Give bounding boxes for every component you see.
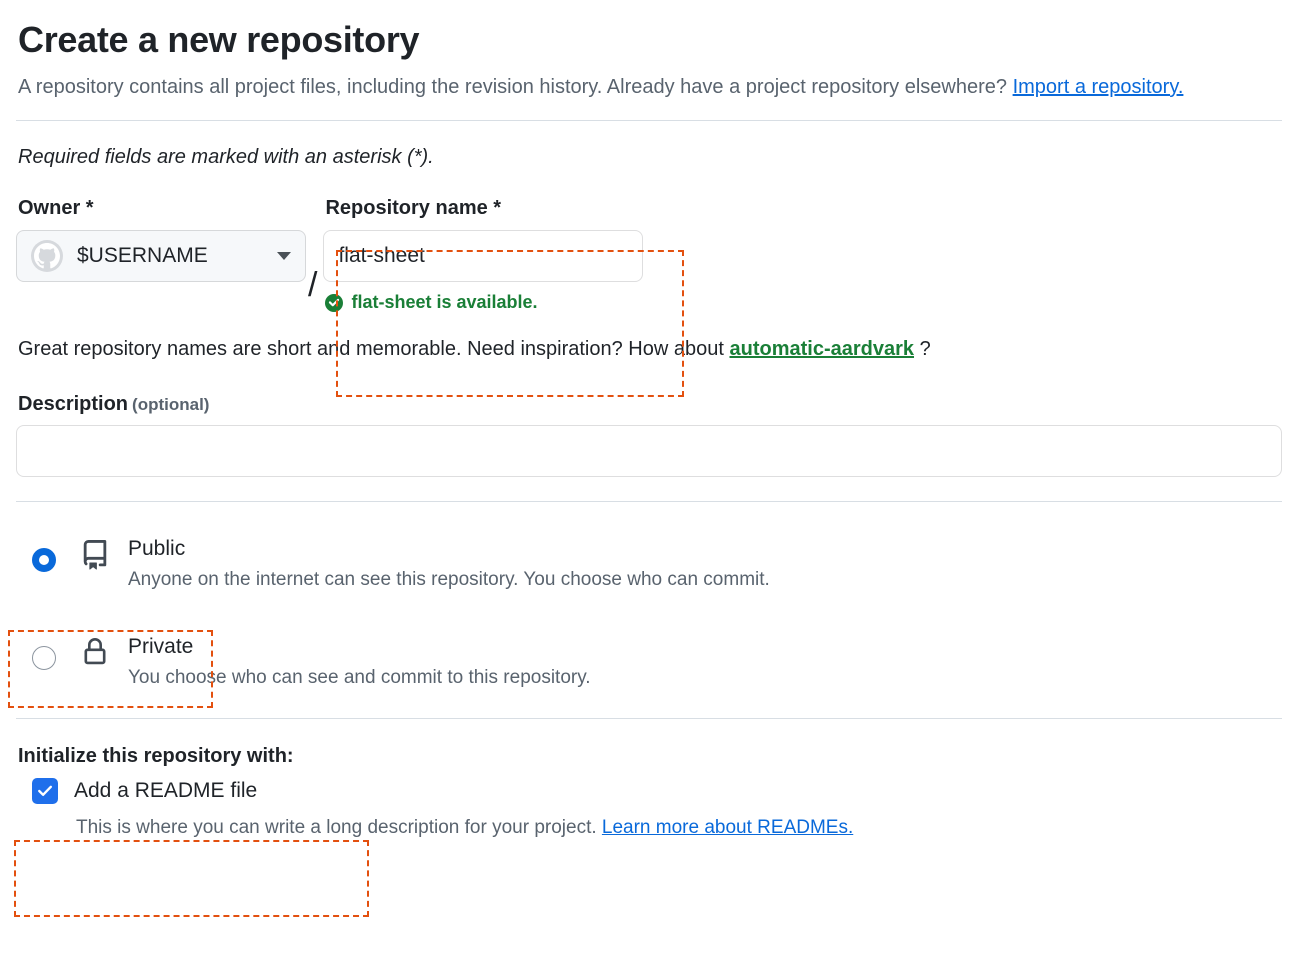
- initialize-section: Initialize this repository with: Add a R…: [16, 745, 1282, 842]
- lock-icon: [78, 638, 112, 666]
- page-description-text: A repository contains all project files,…: [18, 76, 1013, 98]
- repo-book-icon: [78, 540, 112, 570]
- repository-name-input[interactable]: [323, 230, 644, 282]
- owner-and-name-row: Owner * $USERNAME / Repository name *: [16, 195, 1282, 313]
- repository-name-field-group: Repository name * flat-sheet is availabl…: [323, 195, 644, 313]
- visibility-private-title: Private: [128, 635, 194, 658]
- owner-select[interactable]: $USERNAME: [16, 230, 306, 282]
- suggested-name-link[interactable]: automatic-aardvark: [729, 338, 915, 360]
- visibility-option-private[interactable]: Private You choose who can see and commi…: [16, 618, 1282, 696]
- visibility-options: Public Anyone on the internet can see th…: [16, 520, 1282, 696]
- radio-private[interactable]: [32, 646, 56, 670]
- check-circle-fill-icon: [325, 293, 344, 312]
- visibility-public-subtitle: Anyone on the internet can see this repo…: [128, 569, 770, 590]
- page-description: A repository contains all project files,…: [18, 68, 1198, 106]
- learn-more-readmes-link[interactable]: Learn more about READMEs.: [601, 817, 854, 838]
- suggestion-suffix-text: ?: [914, 338, 931, 360]
- owner-name-value: $USERNAME: [77, 244, 208, 267]
- initialize-title: Initialize this repository with:: [18, 745, 294, 767]
- chevron-down-icon: [277, 252, 291, 260]
- description-label-text: Description: [18, 393, 129, 415]
- description-optional-tag: (optional): [132, 395, 210, 414]
- owner-name-separator: /: [308, 266, 318, 304]
- repository-name-label: Repository name *: [325, 197, 502, 219]
- visibility-public-title: Public: [128, 537, 186, 560]
- visibility-public-text: Public Anyone on the internet can see th…: [128, 526, 1282, 594]
- checkbox-add-readme[interactable]: [32, 778, 58, 804]
- divider-initialize: [16, 718, 1282, 719]
- annotation-initialize-readme: [14, 840, 369, 917]
- owner-field-group: Owner * $USERNAME: [16, 195, 306, 282]
- description-field-group: Description(optional): [16, 393, 1282, 477]
- octocat-avatar-icon: [31, 240, 63, 272]
- divider-top: [16, 120, 1282, 121]
- visibility-private-text: Private You choose who can see and commi…: [128, 624, 1282, 692]
- repository-name-suggestion: Great repository names are short and mem…: [18, 335, 1282, 363]
- divider-visibility: [16, 501, 1282, 502]
- add-readme-row[interactable]: Add a README file: [32, 776, 1282, 806]
- owner-label: Owner *: [18, 197, 94, 219]
- radio-public[interactable]: [32, 548, 56, 572]
- repository-availability-status: flat-sheet is available.: [325, 292, 643, 313]
- description-label: Description(optional): [18, 393, 1282, 416]
- add-readme-description-text: This is where you can write a long descr…: [76, 817, 602, 838]
- import-a-repository-link[interactable]: Import a repository.: [1012, 76, 1184, 98]
- visibility-private-subtitle: You choose who can see and commit to thi…: [128, 667, 591, 688]
- required-fields-note: Required fields are marked with an aster…: [18, 146, 434, 168]
- repository-availability-text: flat-sheet is available.: [351, 292, 538, 312]
- add-readme-label: Add a README file: [74, 779, 258, 802]
- suggestion-prefix-text: Great repository names are short and mem…: [18, 338, 730, 360]
- description-input[interactable]: [16, 425, 1282, 477]
- page-title: Create a new repository: [18, 19, 420, 60]
- visibility-option-public[interactable]: Public Anyone on the internet can see th…: [16, 520, 1282, 598]
- add-readme-description: This is where you can write a long descr…: [76, 814, 1282, 842]
